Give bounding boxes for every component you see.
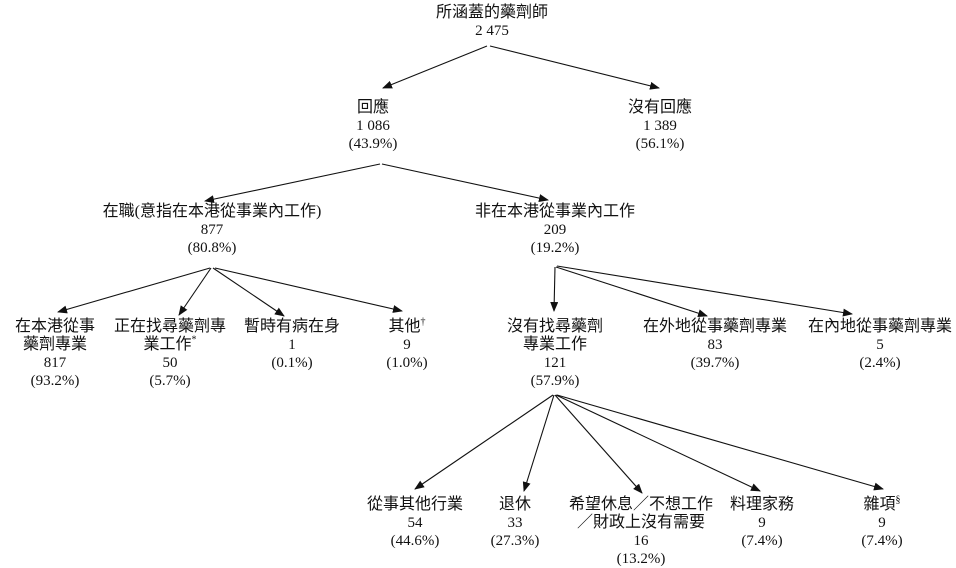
- node-working-value: 877: [200, 222, 224, 238]
- node-not-in-field-value: 209: [543, 222, 567, 238]
- edge-not-in-field-overseas: [555, 266, 708, 318]
- node-responded-pct: (43.9%): [348, 136, 398, 152]
- node-housework: 料理家務 9 (7.4%): [730, 496, 794, 550]
- node-retired-label: 退休: [498, 496, 531, 513]
- edge-not-seeking-other-industry: [414, 394, 554, 490]
- edge-responded-working: [204, 163, 381, 204]
- edge-responded-not-in-field: [381, 163, 549, 203]
- node-misc: 雜項§ 9 (7.4%): [861, 494, 903, 550]
- node-not-in-field-pct: (19.2%): [530, 240, 580, 256]
- node-other-industry-pct: (44.6%): [390, 533, 440, 549]
- node-housework-pct: (7.4%): [741, 533, 783, 549]
- node-not-seeking-label: 沒有找尋藥劑 專業工作: [506, 318, 604, 353]
- node-sick-pct: (0.1%): [271, 355, 313, 371]
- node-rest: 希望休息／不想工作 ／財政上沒有需要 16 (13.2%): [569, 496, 713, 568]
- node-housework-value: 9: [758, 515, 766, 531]
- node-retired: 退休 33 (27.3%): [491, 496, 540, 550]
- node-no-response-value: 1 389: [643, 118, 677, 134]
- node-others-pct: (1.0%): [386, 355, 428, 371]
- edge-not-seeking-misc: [556, 394, 884, 491]
- node-retired-pct: (27.3%): [490, 533, 540, 549]
- edge-root-no-response: [489, 45, 660, 90]
- node-root: 所涵蓋的藥劑師 2 475: [436, 4, 548, 40]
- node-mainland-value: 5: [876, 337, 884, 353]
- edge-not-seeking-rest: [554, 394, 643, 494]
- node-overseas-pct: (39.7%): [690, 355, 740, 371]
- edge-not-in-field-mainland: [556, 265, 853, 317]
- node-overseas-label: 在外地從事藥劑專業: [642, 318, 788, 335]
- node-root-label: 所涵蓋的藥劑師: [435, 4, 549, 21]
- node-seeking-work-footnote-marker: *: [191, 334, 197, 346]
- edge-working-others: [214, 267, 403, 313]
- node-misc-footnote-marker: §: [895, 494, 901, 506]
- node-sick-label: 暫時有病在身: [243, 318, 341, 335]
- edge-working-seeking-work: [178, 267, 212, 316]
- node-others-footnote-marker: †: [420, 316, 426, 328]
- node-practising-hk: 在本港從事 藥劑專業 817 (93.2%): [15, 318, 95, 390]
- node-mainland-label: 在內地從事藥劑專業: [807, 318, 953, 335]
- node-responded-label: 回應: [356, 99, 389, 116]
- node-mainland-pct: (2.4%): [859, 355, 901, 371]
- node-no-response-pct: (56.1%): [635, 136, 685, 152]
- node-others-value: 9: [403, 337, 411, 353]
- node-working-pct: (80.8%): [187, 240, 237, 256]
- node-seeking-work-pct: (5.7%): [149, 373, 191, 389]
- node-misc-pct: (7.4%): [861, 533, 903, 549]
- node-other-industry-value: 54: [407, 515, 423, 531]
- node-seeking-work-label: 正在找尋藥劑專 業工作: [113, 318, 227, 353]
- node-rest-label: 希望休息／不想工作 ／財政上沒有需要: [568, 496, 714, 531]
- node-misc-value: 9: [878, 515, 886, 531]
- node-practising-hk-label: 在本港從事 藥劑專業: [14, 318, 96, 353]
- node-practising-hk-pct: (93.2%): [30, 373, 80, 389]
- node-others-label: 其他: [388, 318, 421, 335]
- node-other-industry-label: 從事其他行業: [366, 496, 464, 513]
- node-misc-label: 雜項: [863, 496, 896, 513]
- node-sick-value: 1: [288, 337, 296, 353]
- node-not-seeking: 沒有找尋藥劑 專業工作 121 (57.9%): [507, 318, 603, 390]
- node-sick: 暫時有病在身 1 (0.1%): [244, 318, 340, 372]
- node-responded: 回應 1 086 (43.9%): [349, 99, 398, 153]
- node-housework-label: 料理家務: [729, 496, 795, 513]
- node-seeking-work-value: 50: [162, 355, 178, 371]
- node-overseas-value: 83: [707, 337, 723, 353]
- node-working-label: 在職(意指在本港從事業內工作): [102, 203, 322, 220]
- node-retired-value: 33: [507, 515, 523, 531]
- edge-root-responded: [382, 45, 488, 89]
- node-seeking-work: 正在找尋藥劑專 業工作* 50 (5.7%): [114, 318, 226, 390]
- node-responded-value: 1 086: [356, 118, 390, 134]
- node-rest-pct: (13.2%): [616, 551, 666, 567]
- node-rest-value: 16: [633, 533, 649, 549]
- node-no-response-label: 沒有回應: [627, 99, 693, 116]
- node-practising-hk-value: 817: [43, 355, 67, 371]
- edge-working-practising-hk: [57, 267, 211, 314]
- node-other-industry: 從事其他行業 54 (44.6%): [367, 496, 463, 550]
- node-not-seeking-value: 121: [543, 355, 567, 371]
- node-not-in-field: 非在本港從事業內工作 209 (19.2%): [475, 203, 635, 257]
- node-others: 其他† 9 (1.0%): [386, 316, 428, 372]
- edge-working-sick: [212, 267, 285, 317]
- edge-not-in-field-not-seeking: [550, 266, 559, 312]
- node-mainland: 在內地從事藥劑專業 5 (2.4%): [808, 318, 952, 372]
- edge-not-seeking-retired: [522, 394, 555, 492]
- edge-not-seeking-housework: [555, 394, 761, 492]
- node-working: 在職(意指在本港從事業內工作) 877 (80.8%): [103, 203, 322, 257]
- node-not-seeking-pct: (57.9%): [530, 373, 580, 389]
- node-overseas: 在外地從事藥劑專業 83 (39.7%): [643, 318, 787, 372]
- node-no-response: 沒有回應 1 389 (56.1%): [628, 99, 692, 153]
- node-not-in-field-label: 非在本港從事業內工作: [474, 203, 636, 220]
- node-root-value: 2 475: [475, 23, 509, 39]
